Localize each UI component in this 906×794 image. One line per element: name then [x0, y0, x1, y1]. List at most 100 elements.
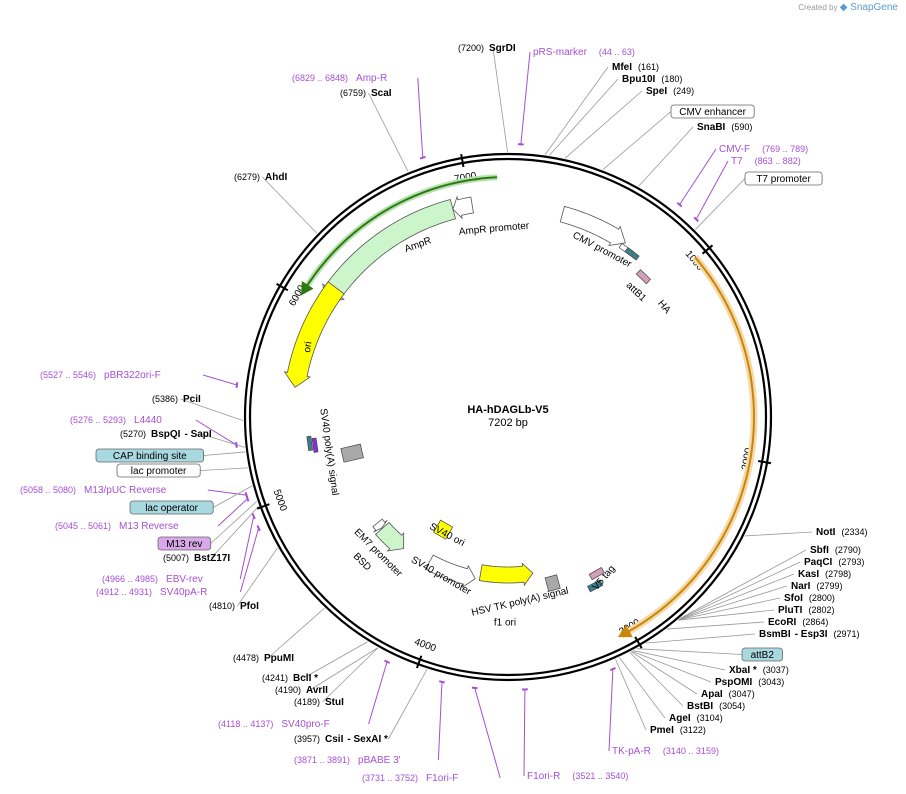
primer-sv40pro-f: (4118 .. 4137)SV40pro-F [218, 719, 330, 730]
box-label-cmv-enhancer: CMV enhancer [679, 107, 746, 118]
site-name-scai: ScaI [371, 88, 392, 99]
site-name-bstbi: BstBI [687, 701, 713, 712]
primer-name-m13-puc-reverse: M13/pUC Reverse [84, 485, 167, 496]
site-pos-ppumi: (4478) [233, 653, 259, 663]
site-sgrdi: (7200) SgrDI [458, 43, 516, 54]
primer-leader-amp-r [417, 77, 424, 158]
primer-sv40pa-r: (4912 .. 4931)SV40pA-R [96, 587, 207, 598]
site-ahdi: (6279)AhdI [234, 172, 287, 183]
site-leader-sgrdi [492, 47, 508, 153]
plasmid-length: 7202 bp [488, 417, 528, 429]
primer-name-sv40pa-r: SV40pA-R [160, 587, 207, 598]
site-pos-bpu10i: (180) [661, 74, 682, 84]
primer-range-pbr322ori-f: (5527 .. 5546) [40, 370, 96, 380]
site-apai: ApaI(3047) [701, 689, 755, 700]
primer-leader-sv40pro-f [368, 661, 388, 725]
feature-hsv-tk-polya [544, 574, 561, 592]
site-name-sfoi: SfoI [784, 593, 803, 604]
site-pos-ecori: (2864) [802, 617, 828, 627]
primer-range-t7: (863 .. 882) [755, 156, 801, 166]
site-name-pmei: PmeI [650, 725, 674, 736]
site-leader-sbfi [680, 549, 807, 619]
primer-cmv-f: CMV-F(769 .. 789) [719, 144, 808, 155]
snapgene-logo: ◆ SnapGene [839, 2, 898, 13]
feature-label-attb1: attB1 [624, 280, 649, 304]
site-leader-scai [368, 92, 409, 172]
site-name-ppumi: PpuMI [264, 653, 294, 664]
site-name-nari: NarI [791, 581, 811, 592]
site-leader-bpu10i [549, 78, 619, 156]
box-label-lac-operator: lac operator [145, 503, 198, 514]
site-leader-bspqi [201, 433, 245, 448]
site-spei: SpeI(249) [646, 86, 694, 97]
site-bpu10i: Bpu10I(180) [622, 74, 682, 85]
primer-name-t7: T7 [731, 156, 743, 167]
site-name-mfei: MfeI [612, 62, 632, 73]
primer-m13-puc-reverse: (5058 .. 5080)M13/pUC Reverse [20, 485, 167, 496]
primer-name-cmv-f: CMV-F [719, 144, 750, 155]
tick-7000 [460, 153, 465, 168]
site-bstbi: BstBI(3054) [687, 701, 745, 712]
box-leader-attb2 [636, 648, 743, 655]
site-paqci: PaqCI(2793) [804, 557, 864, 568]
feature-ha [635, 269, 652, 285]
primer-name-pbabe-3: pBABE 3' [358, 755, 401, 766]
site-pmei: PmeI(3122) [650, 725, 706, 736]
site-name-apai: ApaI [701, 689, 723, 700]
box-label-cap-binding-site: CAP binding site [113, 451, 187, 462]
primer-mark-tk-pa-r [609, 667, 616, 672]
box-label-attb2: attB2 [751, 650, 775, 661]
tick-label-4000: 4000 [413, 637, 438, 655]
site-leader-bstz17i [210, 506, 259, 559]
site-pos-nari: (2799) [816, 581, 842, 591]
site-snabi: SnaBI(590) [697, 122, 752, 133]
site-pos-sgrdi: (7200) [458, 43, 484, 53]
site-leader-xbai [633, 650, 726, 671]
primer-leader-pbr322ori-f [202, 374, 238, 386]
site-leader-avrii [309, 647, 378, 691]
site-name-kasi: KasI [798, 569, 819, 580]
site-pluti: PluTI(2802) [778, 605, 834, 616]
site-pos-snabi: (590) [731, 122, 752, 132]
box-leader-lac-promoter [200, 467, 248, 471]
site-extra-bsmbi: - Esp3I [795, 629, 828, 640]
credit-prefix: Created by [798, 3, 838, 12]
site-bsmbi: BsmBI- Esp3I(2971) [759, 629, 860, 640]
site-scai: (6759) ScaI [340, 88, 392, 99]
primer-m13-reverse: (5045 .. 5061)M13 Reverse [55, 521, 179, 532]
box-attb2 [741, 647, 783, 662]
primer-name-amp-r: Amp-R [356, 73, 387, 84]
primer-name-ebv-rev: EBV-rev [166, 574, 203, 585]
primer-ebv-rev: (4966 .. 4985)EBV-rev [102, 574, 203, 585]
site-bcli: (4241)BclI * [262, 673, 318, 684]
site-pos-noti: (2334) [841, 527, 867, 537]
site-name-spei: SpeI [646, 86, 667, 97]
primer-name-f1ori-r: F1ori-R [527, 771, 560, 782]
site-name-noti: NotI [816, 527, 836, 538]
feature-cmv-promoter [559, 205, 626, 247]
site-leader-pspomi [631, 650, 712, 683]
site-leader-pluti [678, 609, 775, 621]
site-leader-ahdi [262, 176, 318, 234]
site-bstz17i: (5007)BstZ17I [163, 553, 230, 564]
ampr-orf-arrowhead [301, 280, 314, 296]
site-pos-scai: (6759) [340, 88, 366, 98]
site-name-bspqi: BspQI [151, 429, 181, 440]
feature-lac-small [311, 437, 319, 453]
box-m13-rev [157, 536, 212, 551]
box-cap-binding-site [95, 448, 204, 463]
site-pos-csii: (3957) [294, 734, 320, 744]
site-leader-csii [388, 669, 428, 740]
site-leader-sfoi [678, 597, 781, 621]
primer-leader-l4440 [195, 419, 237, 446]
site-pos-agei: (3104) [697, 713, 723, 723]
site-name-sgrdi: SgrDI [489, 43, 516, 54]
backbone-inner [248, 157, 768, 677]
primer-name-pbr322ori-f: pBR322ori-F [104, 370, 161, 381]
site-leader-agei [619, 657, 666, 719]
feature-f1-ori [478, 562, 534, 587]
primer-leader-f1ori-r [523, 689, 526, 777]
primer-name-prs-marker: pRS-marker [533, 47, 588, 58]
primer-leader-tk-pa-r [608, 669, 614, 752]
feature-ori [283, 281, 345, 388]
